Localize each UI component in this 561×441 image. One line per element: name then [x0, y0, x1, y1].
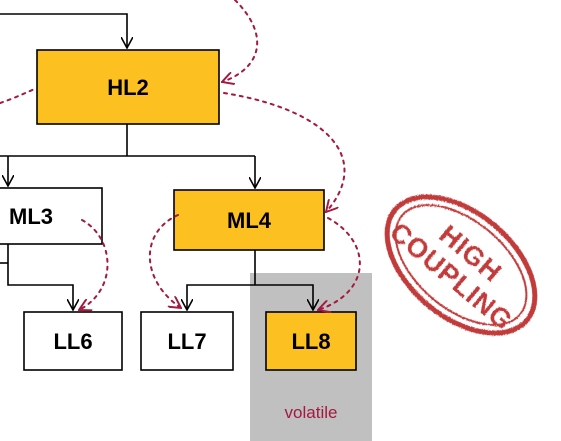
label-ll8: LL8 — [291, 329, 330, 354]
high-coupling-stamp: HIGH COUPLING — [384, 194, 538, 336]
stamp-inner-ring — [394, 204, 528, 326]
dependency-top-to-hl2 — [222, 0, 259, 82]
connector-top-to-hl2 — [0, 13, 127, 48]
node-ml4: ML4 — [173, 189, 325, 251]
dependency-hl2-to-ml4 — [223, 92, 346, 212]
box-ml4 — [173, 189, 325, 251]
dependency-arrows — [0, 0, 361, 310]
structure-connectors — [0, 13, 313, 310]
node-ll7: LL7 — [140, 311, 234, 371]
stamp-outer-ring — [384, 194, 538, 336]
connector-ml3-to-ll6 — [7, 244, 73, 310]
label-ml3: ML3 — [9, 204, 53, 229]
label-hl2: HL2 — [107, 75, 149, 100]
label-ll6: LL6 — [53, 329, 92, 354]
label-ml4: ML4 — [227, 208, 272, 233]
node-hl2: HL2 — [36, 49, 220, 125]
dependency-left-to-hl2 — [0, 87, 38, 104]
volatile-label: volatile — [285, 403, 338, 422]
dependency-ml4-to-ll8 — [318, 217, 361, 310]
box-ll6 — [23, 311, 123, 371]
node-ll8: LL8 — [265, 311, 357, 371]
connector-ml4-to-ll7 — [187, 284, 255, 310]
connector-ml4-to-ll8 — [255, 284, 313, 310]
label-ll7: LL7 — [167, 329, 206, 354]
box-hl2 — [36, 49, 220, 125]
node-ml3: ML3 — [0, 187, 103, 245]
box-ll7 — [140, 311, 234, 371]
box-ll8 — [265, 311, 357, 371]
box-ml3 — [0, 187, 103, 245]
dependency-ml3-to-ll6 — [79, 219, 109, 310]
node-ll6: LL6 — [23, 311, 123, 371]
